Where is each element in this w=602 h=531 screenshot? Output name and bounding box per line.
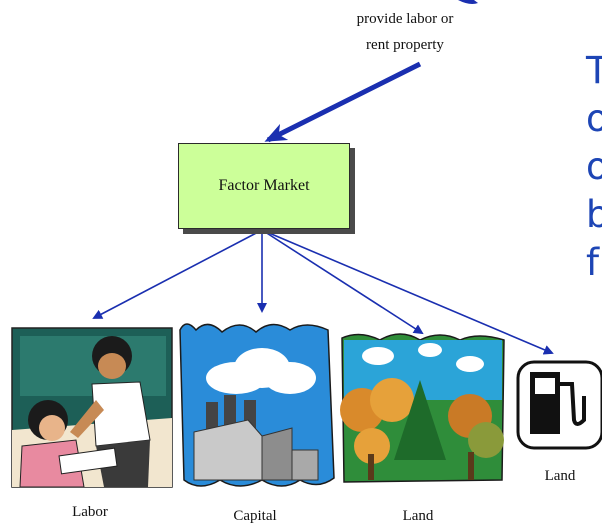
arrow-to-land: [262, 230, 422, 333]
side-letter: T: [586, 47, 602, 95]
gas-pump-image: [518, 362, 602, 448]
caption-land: Land: [368, 508, 468, 525]
note-line-2: rent property: [330, 32, 480, 58]
caption-land-2: Land: [510, 468, 602, 485]
factor-market-label: Factor Market: [218, 177, 309, 195]
side-letter: b: [586, 191, 602, 239]
cropped-side-text: T o o b f: [586, 47, 602, 287]
caption-capital: Capital: [205, 508, 305, 525]
forest-image: [340, 334, 504, 482]
incoming-arrow: [268, 64, 420, 140]
factor-market-box: Factor Market: [178, 143, 350, 229]
side-letter: o: [586, 95, 602, 143]
factory-smokestack-image: [180, 324, 334, 486]
arrow-to-labor: [94, 230, 262, 318]
side-letter: f: [586, 239, 602, 287]
side-letter: o: [586, 143, 602, 191]
teacher-student-image: [12, 328, 172, 487]
incoming-note: provide labor or rent property: [330, 6, 480, 58]
caption-labor: Labor: [40, 504, 140, 521]
note-line-1: provide labor or: [330, 6, 480, 32]
top-curve-arrowhead: [458, 0, 478, 4]
